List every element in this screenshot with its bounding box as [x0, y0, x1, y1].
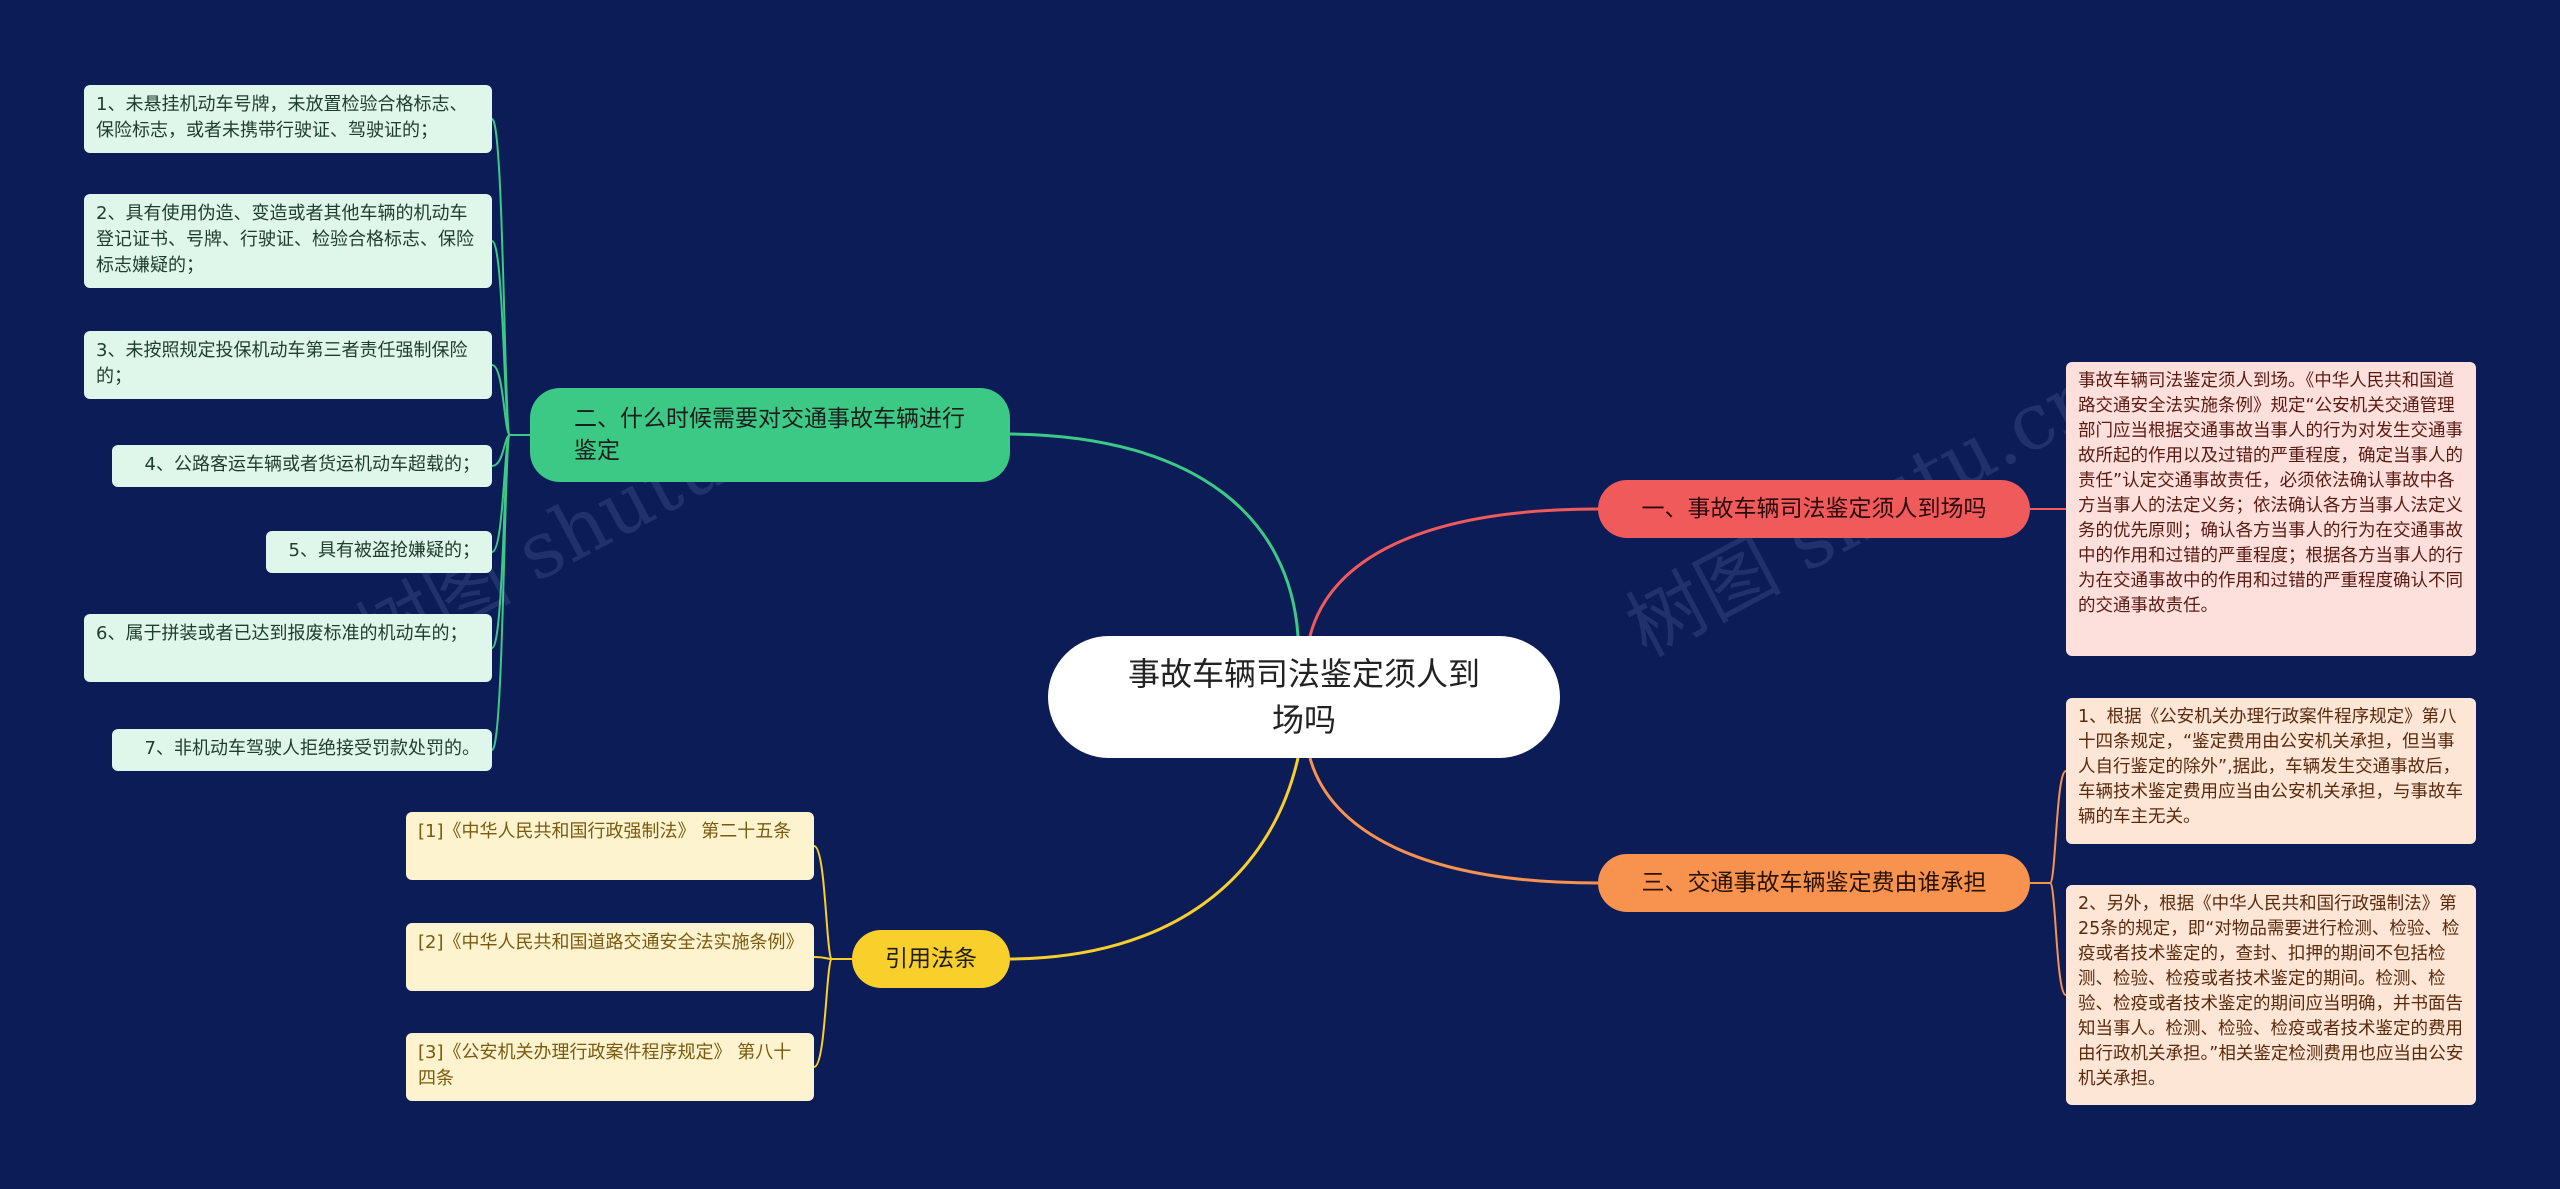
- connector-root-branch: [1009, 757, 1300, 961]
- branch-label: 引用法条: [885, 946, 977, 972]
- connector-branch-leaf: [2030, 770, 2067, 884]
- branch-fee-bearer[interactable]: 三、交通事故车辆鉴定费由谁承担: [1598, 854, 2030, 912]
- connector-branch-leaf: [813, 845, 853, 960]
- branch-when-to-appraise[interactable]: 二、什么时候需要对交通事故车辆进行鉴定: [530, 388, 1010, 482]
- connector-branch-leaf: [491, 240, 530, 436]
- branch-label: 一、事故车辆司法鉴定须人到场吗: [1641, 496, 1987, 522]
- leaf-condition-4[interactable]: 4、公路客运车辆或者货运机动车超载的；: [112, 445, 492, 487]
- connector-branch-leaf: [491, 118, 530, 436]
- branch-cited-laws[interactable]: 引用法条: [852, 930, 1010, 988]
- leaf-citation-1[interactable]: [1]《中华人民共和国行政强制法》 第二十五条: [406, 812, 814, 880]
- connector-root-branch: [1009, 432, 1300, 637]
- leaf-citation-2[interactable]: [2]《中华人民共和国道路交通安全法实施条例》: [406, 923, 814, 991]
- root-topic-label: 事故车辆司法鉴定须人到场吗: [1127, 655, 1480, 739]
- leaf-fee-rule-2[interactable]: 2、另外，根据《中华人民共和国行政强制法》第25条的规定，即“对物品需要进行检测…: [2066, 885, 2476, 1105]
- branch-presence-required[interactable]: 一、事故车辆司法鉴定须人到场吗: [1598, 480, 2030, 538]
- connector-root-branch: [1308, 507, 1599, 637]
- leaf-condition-7[interactable]: 7、非机动车驾驶人拒绝接受罚款处罚的。: [112, 729, 492, 771]
- branch-label: 二、什么时候需要对交通事故车辆进行鉴定: [574, 406, 965, 464]
- leaf-fee-rule-1[interactable]: 1、根据《公安机关办理行政案件程序规定》第八十四条规定，“鉴定费用由公安机关承担…: [2066, 698, 2476, 844]
- root-topic[interactable]: 事故车辆司法鉴定须人到场吗: [1048, 636, 1560, 758]
- leaf-condition-5[interactable]: 5、具有被盗抢嫌疑的；: [266, 531, 492, 573]
- connector-branch-leaf: [491, 364, 530, 436]
- branch-label: 三、交通事故车辆鉴定费由谁承担: [1641, 870, 1987, 896]
- connector-branch-leaf: [2030, 882, 2067, 996]
- leaf-condition-3[interactable]: 3、未按照规定投保机动车第三者责任强制保险的；: [84, 331, 492, 399]
- leaf-citation-3[interactable]: [3]《公安机关办理行政案件程序规定》 第八十四条: [406, 1033, 814, 1101]
- connector-branch-leaf: [491, 434, 530, 553]
- leaf-presence-explanation[interactable]: 事故车辆司法鉴定须人到场。《中华人民共和国道路交通安全法实施条例》规定“公安机关…: [2066, 362, 2476, 656]
- leaf-condition-1[interactable]: 1、未悬挂机动车号牌，未放置检验合格标志、保险标志，或者未携带行驶证、驾驶证的；: [84, 85, 492, 153]
- leaf-condition-6[interactable]: 6、属于拼装或者已达到报废标准的机动车的；: [84, 614, 492, 682]
- connector-branch-leaf: [491, 434, 530, 467]
- connector-branch-leaf: [491, 434, 530, 751]
- connector-branch-leaf: [813, 957, 853, 1068]
- leaf-condition-2[interactable]: 2、具有使用伪造、变造或者其他车辆的机动车登记证书、号牌、行驶证、检验合格标志、…: [84, 194, 492, 288]
- connector-root-branch: [1308, 757, 1599, 885]
